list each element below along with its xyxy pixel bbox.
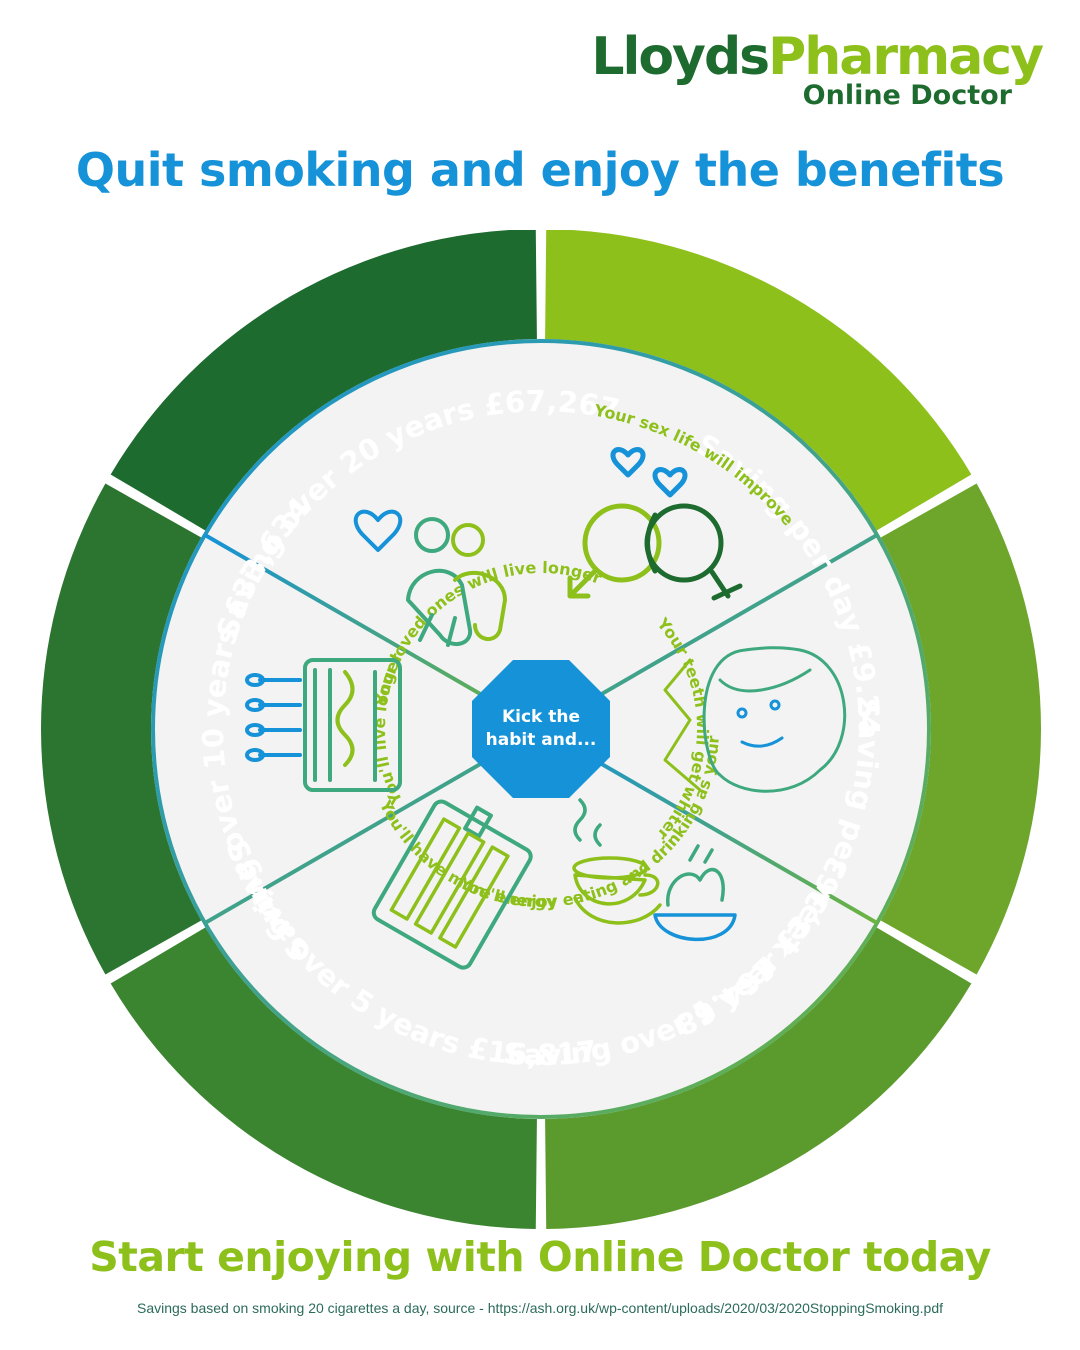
ring-sector-1-year <box>545 927 972 1229</box>
ring-sector-5-years <box>110 927 537 1229</box>
gender-symbols-hearts-icon <box>567 447 743 601</box>
family-heart-icon <box>353 509 507 647</box>
brand-logo: LloydsPharmacy Online Doctor <box>591 27 1044 111</box>
footer-call-to-action: Start enjoying with Online Doctor today <box>89 1233 991 1281</box>
brand-name: LloydsPharmacy <box>591 27 1044 87</box>
savings-ring <box>40 230 1042 1229</box>
source-footnote: Savings based on smoking 20 cigarettes a… <box>136 1300 944 1316</box>
cup-and-salad-bowl-icon <box>572 798 737 942</box>
brand-name-part1: Lloyds <box>591 27 770 87</box>
ring-sector-per-day <box>545 230 972 531</box>
center-label-line1: Kick the <box>502 707 580 727</box>
page-title: Quit smoking and enjoy the benefits <box>75 143 1005 197</box>
birthday-cake-icon <box>245 658 402 792</box>
ring-sector-per-week <box>880 483 1042 975</box>
brand-subtitle: Online Doctor <box>802 80 1012 111</box>
benefits-wheel: Saving per day £9.24 Saving per week £64… <box>40 230 1042 1229</box>
center-label-line2: habit and... <box>486 730 597 750</box>
ring-sector-10-years <box>40 483 202 975</box>
smiling-face-icon <box>663 646 847 793</box>
brand-name-part2: Pharmacy <box>768 27 1044 87</box>
center-badge: Kick the habit and... <box>472 660 610 798</box>
battery-icon <box>371 799 533 970</box>
ring-sector-20-years <box>110 230 537 531</box>
